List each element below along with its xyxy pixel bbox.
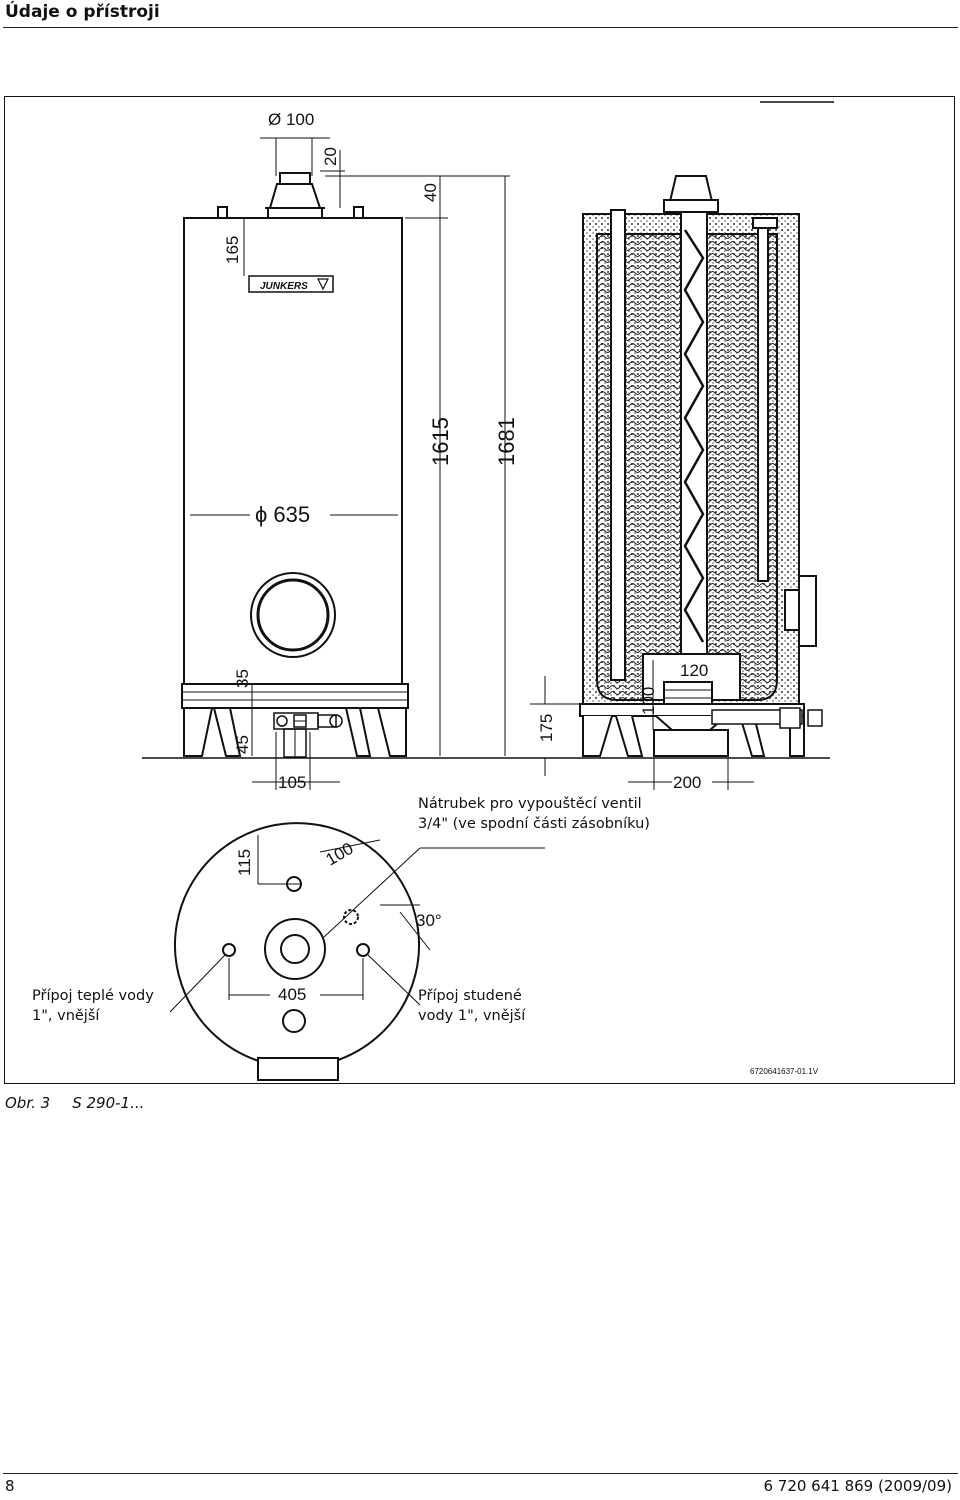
caption-label: Obr. 3 <box>5 1094 51 1112</box>
figure-frame <box>4 96 955 1084</box>
section-view <box>579 175 823 757</box>
dim-175: 175 <box>537 714 556 742</box>
document-code: 6 720 641 869 (2009/09) <box>763 1477 952 1495</box>
caption-title: S 290-1... <box>72 1094 145 1112</box>
section-dimension-lines <box>530 101 834 790</box>
page-title: Údaje o přístroji <box>5 2 160 22</box>
front-dimension-lines <box>190 137 510 790</box>
dim-35: 35 <box>233 669 252 688</box>
page-number: 8 <box>5 1477 15 1495</box>
front-view <box>181 172 409 758</box>
dim-100-side: 100 <box>639 687 658 715</box>
figure-caption: Obr. 3 S 290-1... <box>5 1094 144 1112</box>
annotation-hot-line1: Přípoj teplé vody <box>32 988 154 1004</box>
dim-115: 115 <box>235 849 254 876</box>
dim-405: 405 <box>278 985 306 1004</box>
dim-200: 200 <box>673 773 701 792</box>
dim-105: 105 <box>278 773 306 792</box>
dim-height-1681: 1681 <box>494 417 519 466</box>
drawing-code: 6720641637-01.1V <box>750 1067 819 1076</box>
annotation-cold-line2: vody 1", vnější <box>418 1008 526 1024</box>
annotation-drain-line2: 3/4" (ve spodní části zásobníku) <box>418 816 650 832</box>
dim-20: 20 <box>321 147 340 166</box>
dim-angle-30: 30° <box>416 911 442 930</box>
bottom-dimension-lines <box>169 835 545 1013</box>
annotation-hot-water: Přípoj teplé vody 1", vnější <box>32 986 154 1026</box>
dim-40: 40 <box>421 183 440 202</box>
brand-label: JUNKERS <box>260 281 308 292</box>
bottom-view <box>174 822 420 1081</box>
annotation-drain-line1: Nátrubek pro vypouštěcí ventil <box>418 796 642 812</box>
dim-45: 45 <box>233 735 252 754</box>
dim-100-bottom: 100 <box>323 839 357 870</box>
dim-165: 165 <box>223 236 242 264</box>
annotation-cold-line1: Přípoj studené <box>418 988 522 1004</box>
annotation-drain-valve: Nátrubek pro vypouštěcí ventil 3/4" (ve … <box>418 794 650 834</box>
annotation-cold-water: Přípoj studené vody 1", vnější <box>418 986 525 1026</box>
dim-120: 120 <box>680 661 708 680</box>
dim-height-1615: 1615 <box>428 417 453 466</box>
annotation-hot-line2: 1", vnější <box>32 1008 100 1024</box>
dimension-labels: Ø 100 20 40 165 JUNKERS 1615 1681 ϕ 635 … <box>223 110 708 1004</box>
footer-divider <box>3 1473 958 1474</box>
header-divider <box>3 27 958 28</box>
dim-flue-diameter: Ø 100 <box>268 110 314 129</box>
dim-diameter-635: ϕ 635 <box>255 502 310 527</box>
